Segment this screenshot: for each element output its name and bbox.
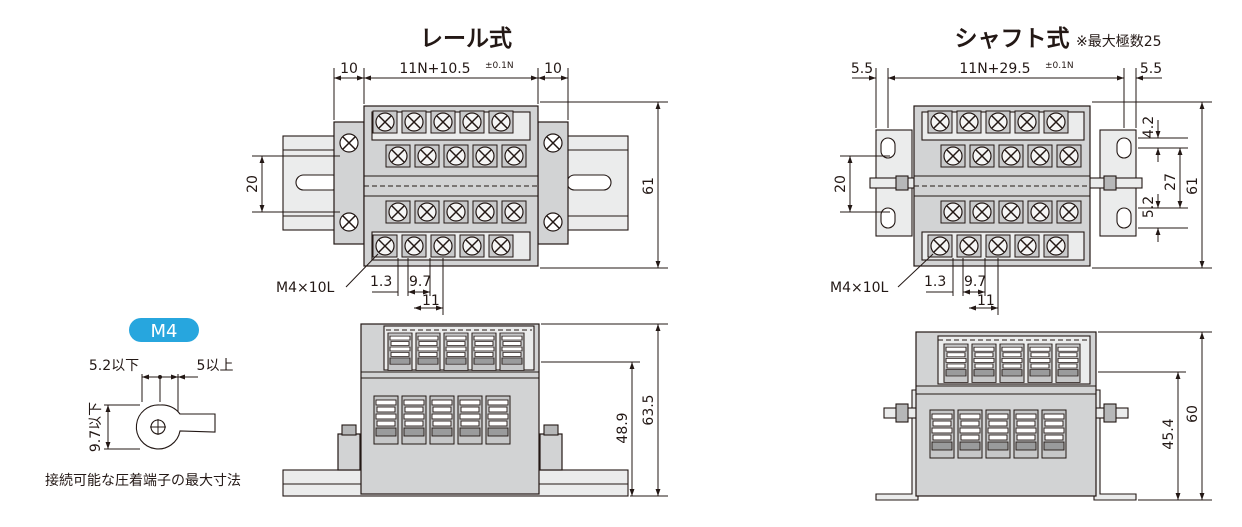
rail-dim-b: 9.7 <box>409 274 431 290</box>
shaft-dim-left: 5.5 <box>851 61 873 77</box>
shaft-dim-r3: 5.2 <box>1141 196 1157 218</box>
rail-dim-top-main: 11N+10.5 <box>399 61 470 77</box>
terminal-caption: 接続可能な圧着端子の最大寸法 <box>45 472 241 489</box>
shaft-dim-r1: 4.2 <box>1141 116 1157 138</box>
shaft-dim-r2: 27 <box>1163 173 1179 191</box>
rail-dim-right: 10 <box>544 61 562 77</box>
rail-screw-label: M4×10L <box>276 280 335 296</box>
shaft-top-view: シャフト式 ※最大極数25 5.5 <box>830 26 1212 315</box>
rail-dim-pitch: 11 <box>422 293 440 309</box>
rail-dim-slot: 20 <box>245 175 261 193</box>
terminal-badge-text: M4 <box>151 321 178 342</box>
rail-mount-screw-br <box>543 212 563 232</box>
rail-slot-left <box>295 174 341 191</box>
shaft-side-h2: 60 <box>1185 405 1201 423</box>
shaft-dim-height: 61 <box>1185 177 1201 195</box>
terminal-dim-tab: 5以上 <box>197 358 234 374</box>
shaft-side-cells-top <box>943 343 1081 383</box>
shaft-side-view: 45.4 60 <box>875 331 1212 501</box>
shaft-screw-label: M4×10L <box>830 280 889 296</box>
rail-side-h2: 63.5 <box>641 394 657 425</box>
crimp-terminal-shape <box>135 404 216 450</box>
shaft-dim-b: 9.7 <box>964 274 986 290</box>
shaft-title: シャフト式 <box>955 26 1070 52</box>
rail-title: レール式 <box>420 26 512 52</box>
shaft-dim-slot: 20 <box>833 175 849 193</box>
rail-side-h1: 48.9 <box>615 412 631 443</box>
rail-dim-left: 10 <box>340 61 358 77</box>
terminal-dim-height: 9.7以下 <box>88 402 104 452</box>
shaft-side-h1: 45.4 <box>1161 418 1177 449</box>
shaft-note: ※最大極数25 <box>1076 34 1162 50</box>
shaft-dim-right: 5.5 <box>1140 61 1162 77</box>
rail-side-view: 48.9 63.5 <box>282 323 668 497</box>
rail-mount-screw-tr <box>543 133 563 153</box>
shaft-side-cells-bottom <box>929 409 1067 459</box>
rail-dim-height: 61 <box>641 177 657 195</box>
rail-mount-screw-tl <box>339 133 359 153</box>
shaft-dim-top-main: 11N+29.5 <box>959 61 1030 77</box>
rail-dim-top-tol: ±0.1N <box>485 61 514 71</box>
terminal-dim-width: 5.2以下 <box>89 358 139 374</box>
rail-slot-right <box>566 174 612 191</box>
shaft-dim-top-tol: ±0.1N <box>1045 61 1074 71</box>
rail-top-view: レール式 <box>245 26 668 315</box>
shaft-dim-a: 1.3 <box>924 274 946 290</box>
terminal-badge <box>129 318 199 342</box>
shaft-dim-pitch: 11 <box>977 293 995 309</box>
terminal-detail: M4 5.2以下 5以上 9.7以下 接続可能な圧着端子の最大寸法 <box>45 318 241 489</box>
rail-side-cells-bottom <box>373 395 511 445</box>
rail-mount-screw-bl <box>339 212 359 232</box>
rail-dim-a: 1.3 <box>370 274 392 290</box>
rail-side-cells-top <box>387 332 525 371</box>
